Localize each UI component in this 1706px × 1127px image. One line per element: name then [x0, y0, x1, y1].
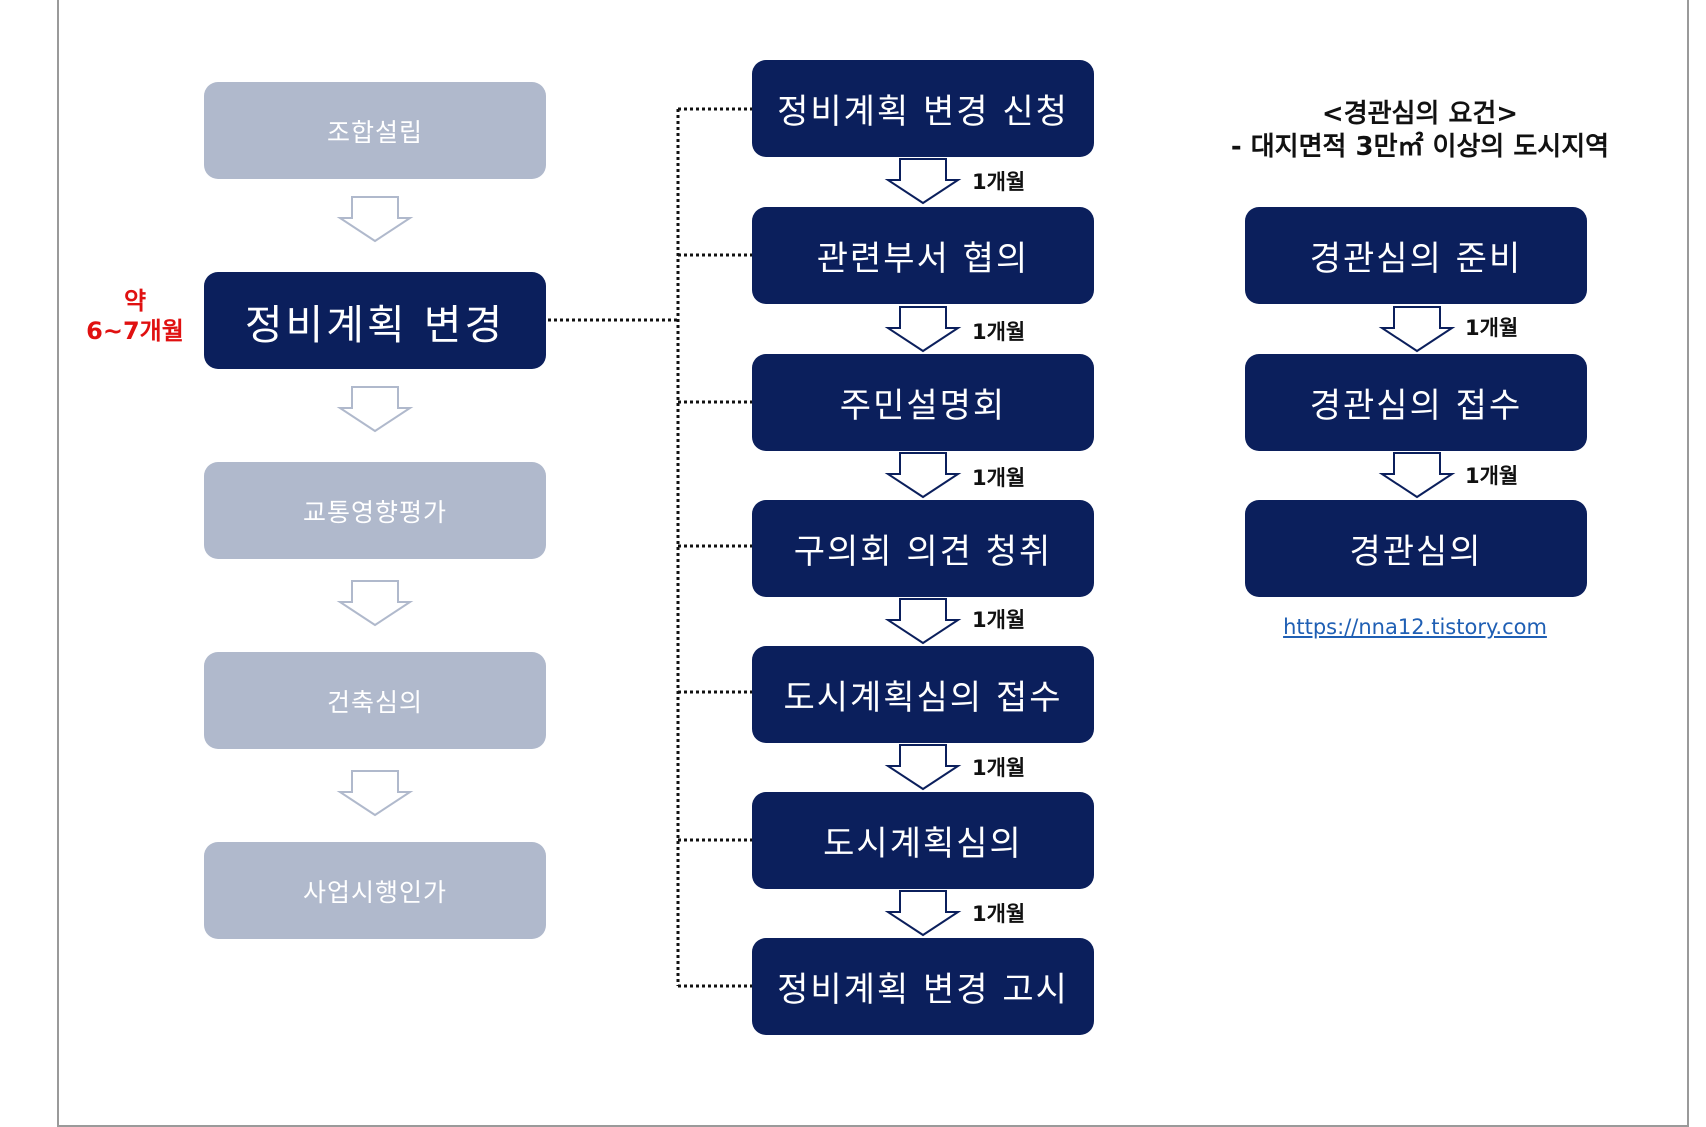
middle-step-label: 구의회 의견 청취	[793, 532, 1053, 572]
middle-step-label: 정비계획 변경 고시	[777, 970, 1069, 1010]
right-step-label: 경관심의 접수	[1309, 386, 1523, 426]
down-arrow-icon	[884, 598, 962, 645]
middle-step-label: 정비계획 변경 신청	[777, 92, 1069, 132]
left-step-2: 정비계획 변경	[204, 272, 546, 369]
left-step-5: 사업시행인가	[204, 842, 546, 939]
left-step-label: 건축심의	[326, 687, 423, 717]
left-step-1: 조합설립	[204, 82, 546, 179]
middle-step-3: 주민설명회	[752, 354, 1094, 451]
down-arrow-icon	[884, 306, 962, 353]
middle-step-2: 관련부서 협의	[752, 207, 1094, 304]
middle-step-label: 도시계획심의 접수	[783, 678, 1063, 718]
landscape-criteria: <경관심의 요건> - 대지면적 3만㎡ 이상의 도시지역	[1180, 98, 1660, 164]
right-step-3: 경관심의	[1245, 500, 1587, 597]
interval-label: 1개월	[1465, 316, 1519, 340]
down-arrow-icon	[1378, 452, 1456, 499]
duration-prefix: 약	[123, 287, 147, 315]
interval-label: 1개월	[1465, 464, 1519, 488]
down-arrow-icon	[336, 580, 414, 627]
down-arrow-icon	[336, 386, 414, 433]
page-frame	[57, 0, 1689, 1127]
middle-step-4: 구의회 의견 청취	[752, 500, 1094, 597]
left-step-4: 건축심의	[204, 652, 546, 749]
down-arrow-icon	[1378, 306, 1456, 353]
middle-step-7: 정비계획 변경 고시	[752, 938, 1094, 1035]
interval-label: 1개월	[972, 608, 1026, 632]
middle-step-6: 도시계획심의	[752, 792, 1094, 889]
left-step-label: 교통영향평가	[302, 497, 447, 527]
interval-label: 1개월	[972, 756, 1026, 780]
duration-label: 약 6~7개월	[70, 286, 200, 346]
right-step-label: 경관심의 준비	[1309, 239, 1523, 279]
middle-step-5: 도시계획심의 접수	[752, 646, 1094, 743]
left-step-label: 사업시행인가	[302, 877, 447, 907]
criteria-text: - 대지면적 3만㎡ 이상의 도시지역	[1230, 132, 1610, 162]
left-step-label: 조합설립	[326, 117, 423, 147]
duration-value: 6~7개월	[86, 317, 184, 345]
interval-label: 1개월	[972, 466, 1026, 490]
down-arrow-icon	[884, 744, 962, 791]
middle-step-1: 정비계획 변경 신청	[752, 60, 1094, 157]
down-arrow-icon	[336, 770, 414, 817]
source-link[interactable]: https://nna12.tistory.com	[1283, 615, 1547, 639]
down-arrow-icon	[884, 452, 962, 499]
interval-label: 1개월	[972, 902, 1026, 926]
down-arrow-icon	[884, 158, 962, 205]
right-step-2: 경관심의 접수	[1245, 354, 1587, 451]
left-step-3: 교통영향평가	[204, 462, 546, 559]
middle-step-label: 주민설명회	[839, 386, 1007, 426]
interval-label: 1개월	[972, 320, 1026, 344]
middle-step-label: 관련부서 협의	[816, 239, 1030, 279]
down-arrow-icon	[336, 196, 414, 243]
interval-label: 1개월	[972, 170, 1026, 194]
right-step-label: 경관심의	[1349, 532, 1483, 572]
left-step-label: 정비계획 변경	[244, 300, 506, 349]
middle-step-label: 도시계획심의	[823, 824, 1023, 864]
down-arrow-icon	[884, 890, 962, 937]
criteria-title: <경관심의 요건>	[1321, 99, 1519, 129]
right-step-1: 경관심의 준비	[1245, 207, 1587, 304]
